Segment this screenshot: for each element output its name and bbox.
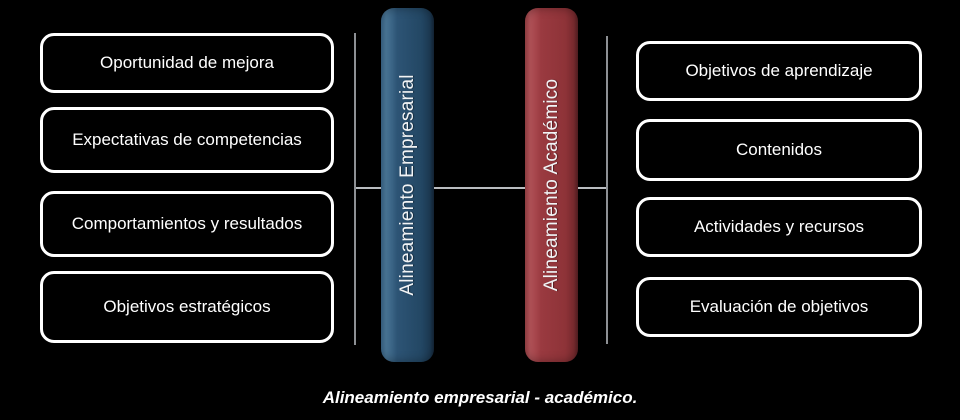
right-box-objetivos-de-aprendizaje[interactable]: Objetivos de aprendizaje: [636, 41, 922, 101]
middle-connector-line: [433, 187, 526, 189]
right-box-label: Evaluación de objetivos: [689, 297, 869, 317]
left-box-label: Oportunidad de mejora: [100, 53, 274, 73]
left-box-oportunidad-de-mejora[interactable]: Oportunidad de mejora: [40, 33, 334, 93]
right-bracket-line: [606, 36, 608, 344]
left-box-label: Comportamientos y resultados: [71, 214, 303, 234]
pillar-label: Alineamiento Académico: [540, 78, 562, 292]
pillar-alineamiento-academico[interactable]: Alineamiento Académico: [525, 8, 578, 362]
left-box-label: Expectativas de competencias: [72, 130, 302, 150]
left-connector-line: [356, 187, 382, 189]
figure-caption: Alineamiento empresarial - académico.: [322, 388, 638, 407]
left-box-objetivos-estrategicos[interactable]: Objetivos estratégicos: [40, 271, 334, 343]
right-box-actividades-y-recursos[interactable]: Actividades y recursos: [636, 197, 922, 257]
right-box-evaluacion-de-objetivos[interactable]: Evaluación de objetivos: [636, 277, 922, 337]
pillar-label: Alineamiento Empresarial: [396, 74, 418, 296]
right-box-contenidos[interactable]: Contenidos: [636, 119, 922, 181]
left-box-label: Objetivos estratégicos: [103, 297, 271, 317]
left-box-expectativas-de-competencias[interactable]: Expectativas de competencias: [40, 107, 334, 173]
pillar-alineamiento-empresarial[interactable]: Alineamiento Empresarial: [381, 8, 434, 362]
right-connector-line: [578, 187, 607, 189]
right-box-label: Objetivos de aprendizaje: [685, 61, 873, 81]
right-box-label: Contenidos: [735, 140, 822, 160]
left-box-comportamientos-y-resultados[interactable]: Comportamientos y resultados: [40, 191, 334, 257]
left-bracket-line: [354, 33, 356, 345]
right-box-label: Actividades y recursos: [693, 217, 865, 237]
